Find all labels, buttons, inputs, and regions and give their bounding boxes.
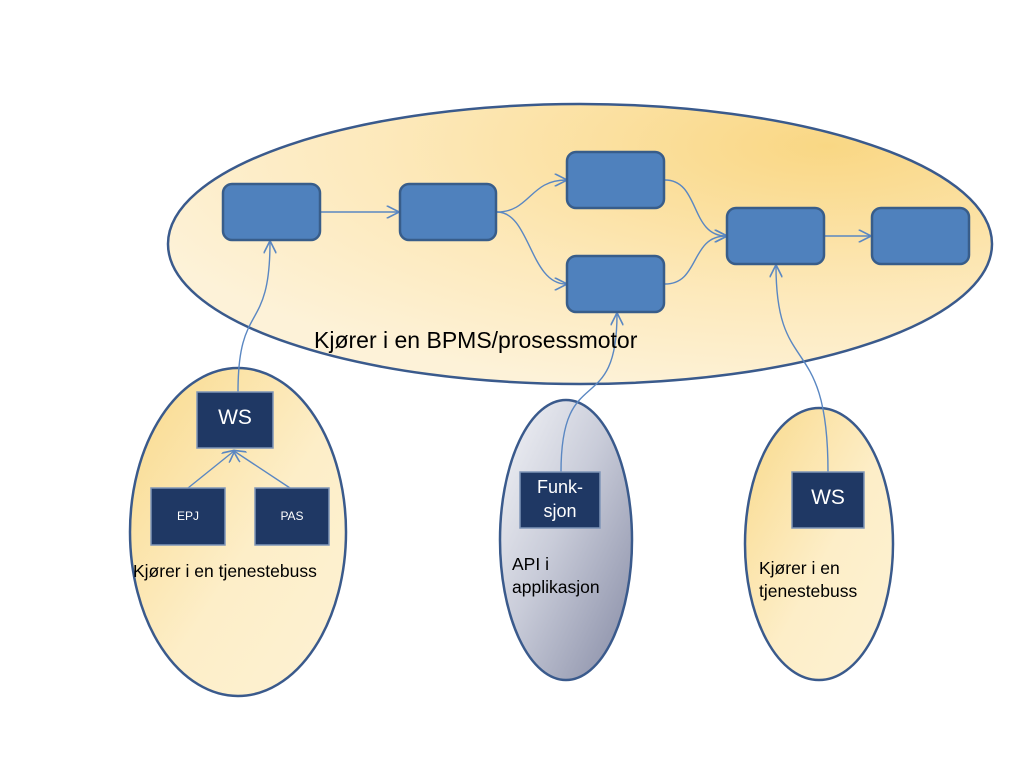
- process-step-1: [221, 182, 322, 242]
- function-box: [519, 471, 601, 529]
- service-bus-ellipse-right: [743, 406, 895, 682]
- flow-arrow-2-3: [496, 180, 566, 213]
- bpms-label: Kjører i en BPMS/prosessmotor: [314, 327, 638, 353]
- service-bus-right-label-line1: Kjører i en: [759, 558, 840, 578]
- process-step-5: [725, 206, 826, 266]
- flow-arrow-4-5: [664, 236, 726, 285]
- pas-label: PAS: [280, 509, 304, 523]
- link-epj-to-ws: [187, 451, 234, 489]
- ws-right-label: WS: [811, 486, 845, 509]
- pas-box: [254, 487, 330, 546]
- ws-left-label: WS: [218, 406, 252, 429]
- link-ws-right-to-step5: [776, 266, 829, 473]
- ws-box-left: [196, 391, 274, 449]
- service-bus-ellipse-left: [128, 366, 348, 698]
- link-func-to-step4: [560, 314, 617, 473]
- function-label-line1: Funk-: [536, 477, 583, 497]
- epj-label: EPJ: [176, 509, 199, 523]
- flow-arrow-2-4: [496, 211, 566, 284]
- process-step-3: [565, 150, 666, 210]
- epj-box: [150, 487, 226, 546]
- process-step-4: [565, 254, 666, 314]
- link-ws-left-to-step1: [237, 242, 270, 393]
- bpms-ellipse: [166, 102, 994, 386]
- function-label-line2: sjon: [543, 501, 577, 521]
- service-bus-left-label: Kjører i en tjenestebuss: [133, 561, 317, 581]
- api-ellipse: [498, 398, 634, 682]
- api-label-line1: API i: [512, 554, 549, 574]
- process-step-2: [398, 182, 498, 242]
- process-step-6: [870, 206, 971, 266]
- api-label-line2: applikasjon: [512, 577, 600, 597]
- link-pas-to-ws: [234, 451, 291, 489]
- service-bus-right-label-line2: tjenestebuss: [759, 581, 858, 601]
- ws-box-right: [791, 471, 865, 529]
